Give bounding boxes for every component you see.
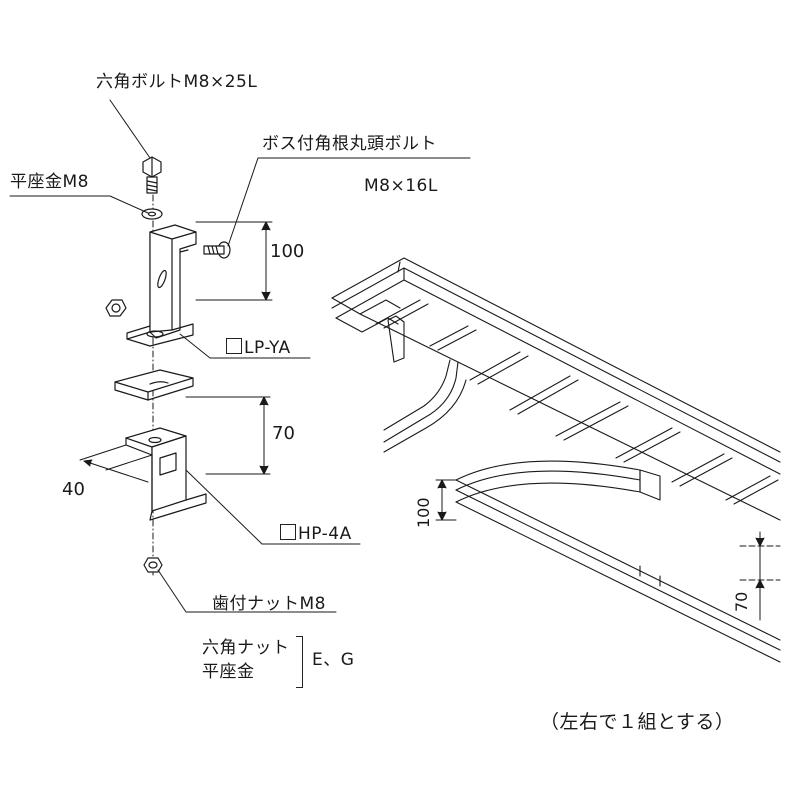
leader-lp <box>179 333 311 359</box>
dim-text-hp-70: 70 <box>272 423 295 444</box>
dim-text-tray-100: 100 <box>414 497 433 528</box>
lp-bracket-part <box>126 224 197 347</box>
dim-text-hp-40: 40 <box>62 479 85 500</box>
label-lp-part: LP-YA <box>226 338 291 358</box>
label-serrated-nut: 歯付ナットM8 <box>212 594 326 614</box>
label-boss-bolt: ボス付角根丸頭ボルト <box>262 134 437 154</box>
flat-washer-part <box>141 208 163 220</box>
hex-bolt-part <box>142 156 162 194</box>
leader-nut <box>157 569 337 613</box>
square-symbol-icon <box>280 524 296 540</box>
label-lp-text: LP-YA <box>244 338 291 358</box>
label-boss-bolt-size: M8×16L <box>364 176 438 196</box>
label-hex-nut: 六角ナット <box>202 638 290 658</box>
label-flat-washer-plain: 平座金 <box>202 662 255 682</box>
label-grade: E、G <box>312 650 355 670</box>
group-bracket <box>296 636 303 688</box>
leader-washer <box>9 195 149 214</box>
dim-hp-40 <box>79 444 153 483</box>
side-nut-part <box>105 299 127 317</box>
note-text: （左右で１組とする） <box>540 711 735 733</box>
square-symbol-icon <box>226 338 242 354</box>
label-hp-part: HP-4A <box>280 524 352 544</box>
dim-text-tray-70: 70 <box>732 591 751 612</box>
serrated-nut-part <box>143 557 163 573</box>
hp-bracket-part <box>125 427 207 521</box>
dim-text-lp-100: 100 <box>270 241 305 262</box>
boss-bolt-part <box>203 241 231 259</box>
leader-hex-bolt <box>109 99 151 159</box>
dim-tray-70 <box>739 531 781 621</box>
label-hp-text: HP-4A <box>298 524 352 544</box>
leader-boss-bolt <box>227 157 471 247</box>
dim-lp-100 <box>195 221 273 301</box>
dim-tray-100 <box>435 479 457 521</box>
label-flat-washer: 平座金M8 <box>10 172 89 192</box>
leader-hp <box>185 469 361 545</box>
label-hex-bolt: 六角ボルトM8×25L <box>96 72 258 92</box>
dim-hp-70 <box>185 396 271 475</box>
cable-tray-drawing <box>331 257 781 663</box>
slotted-plate-part <box>114 369 194 401</box>
